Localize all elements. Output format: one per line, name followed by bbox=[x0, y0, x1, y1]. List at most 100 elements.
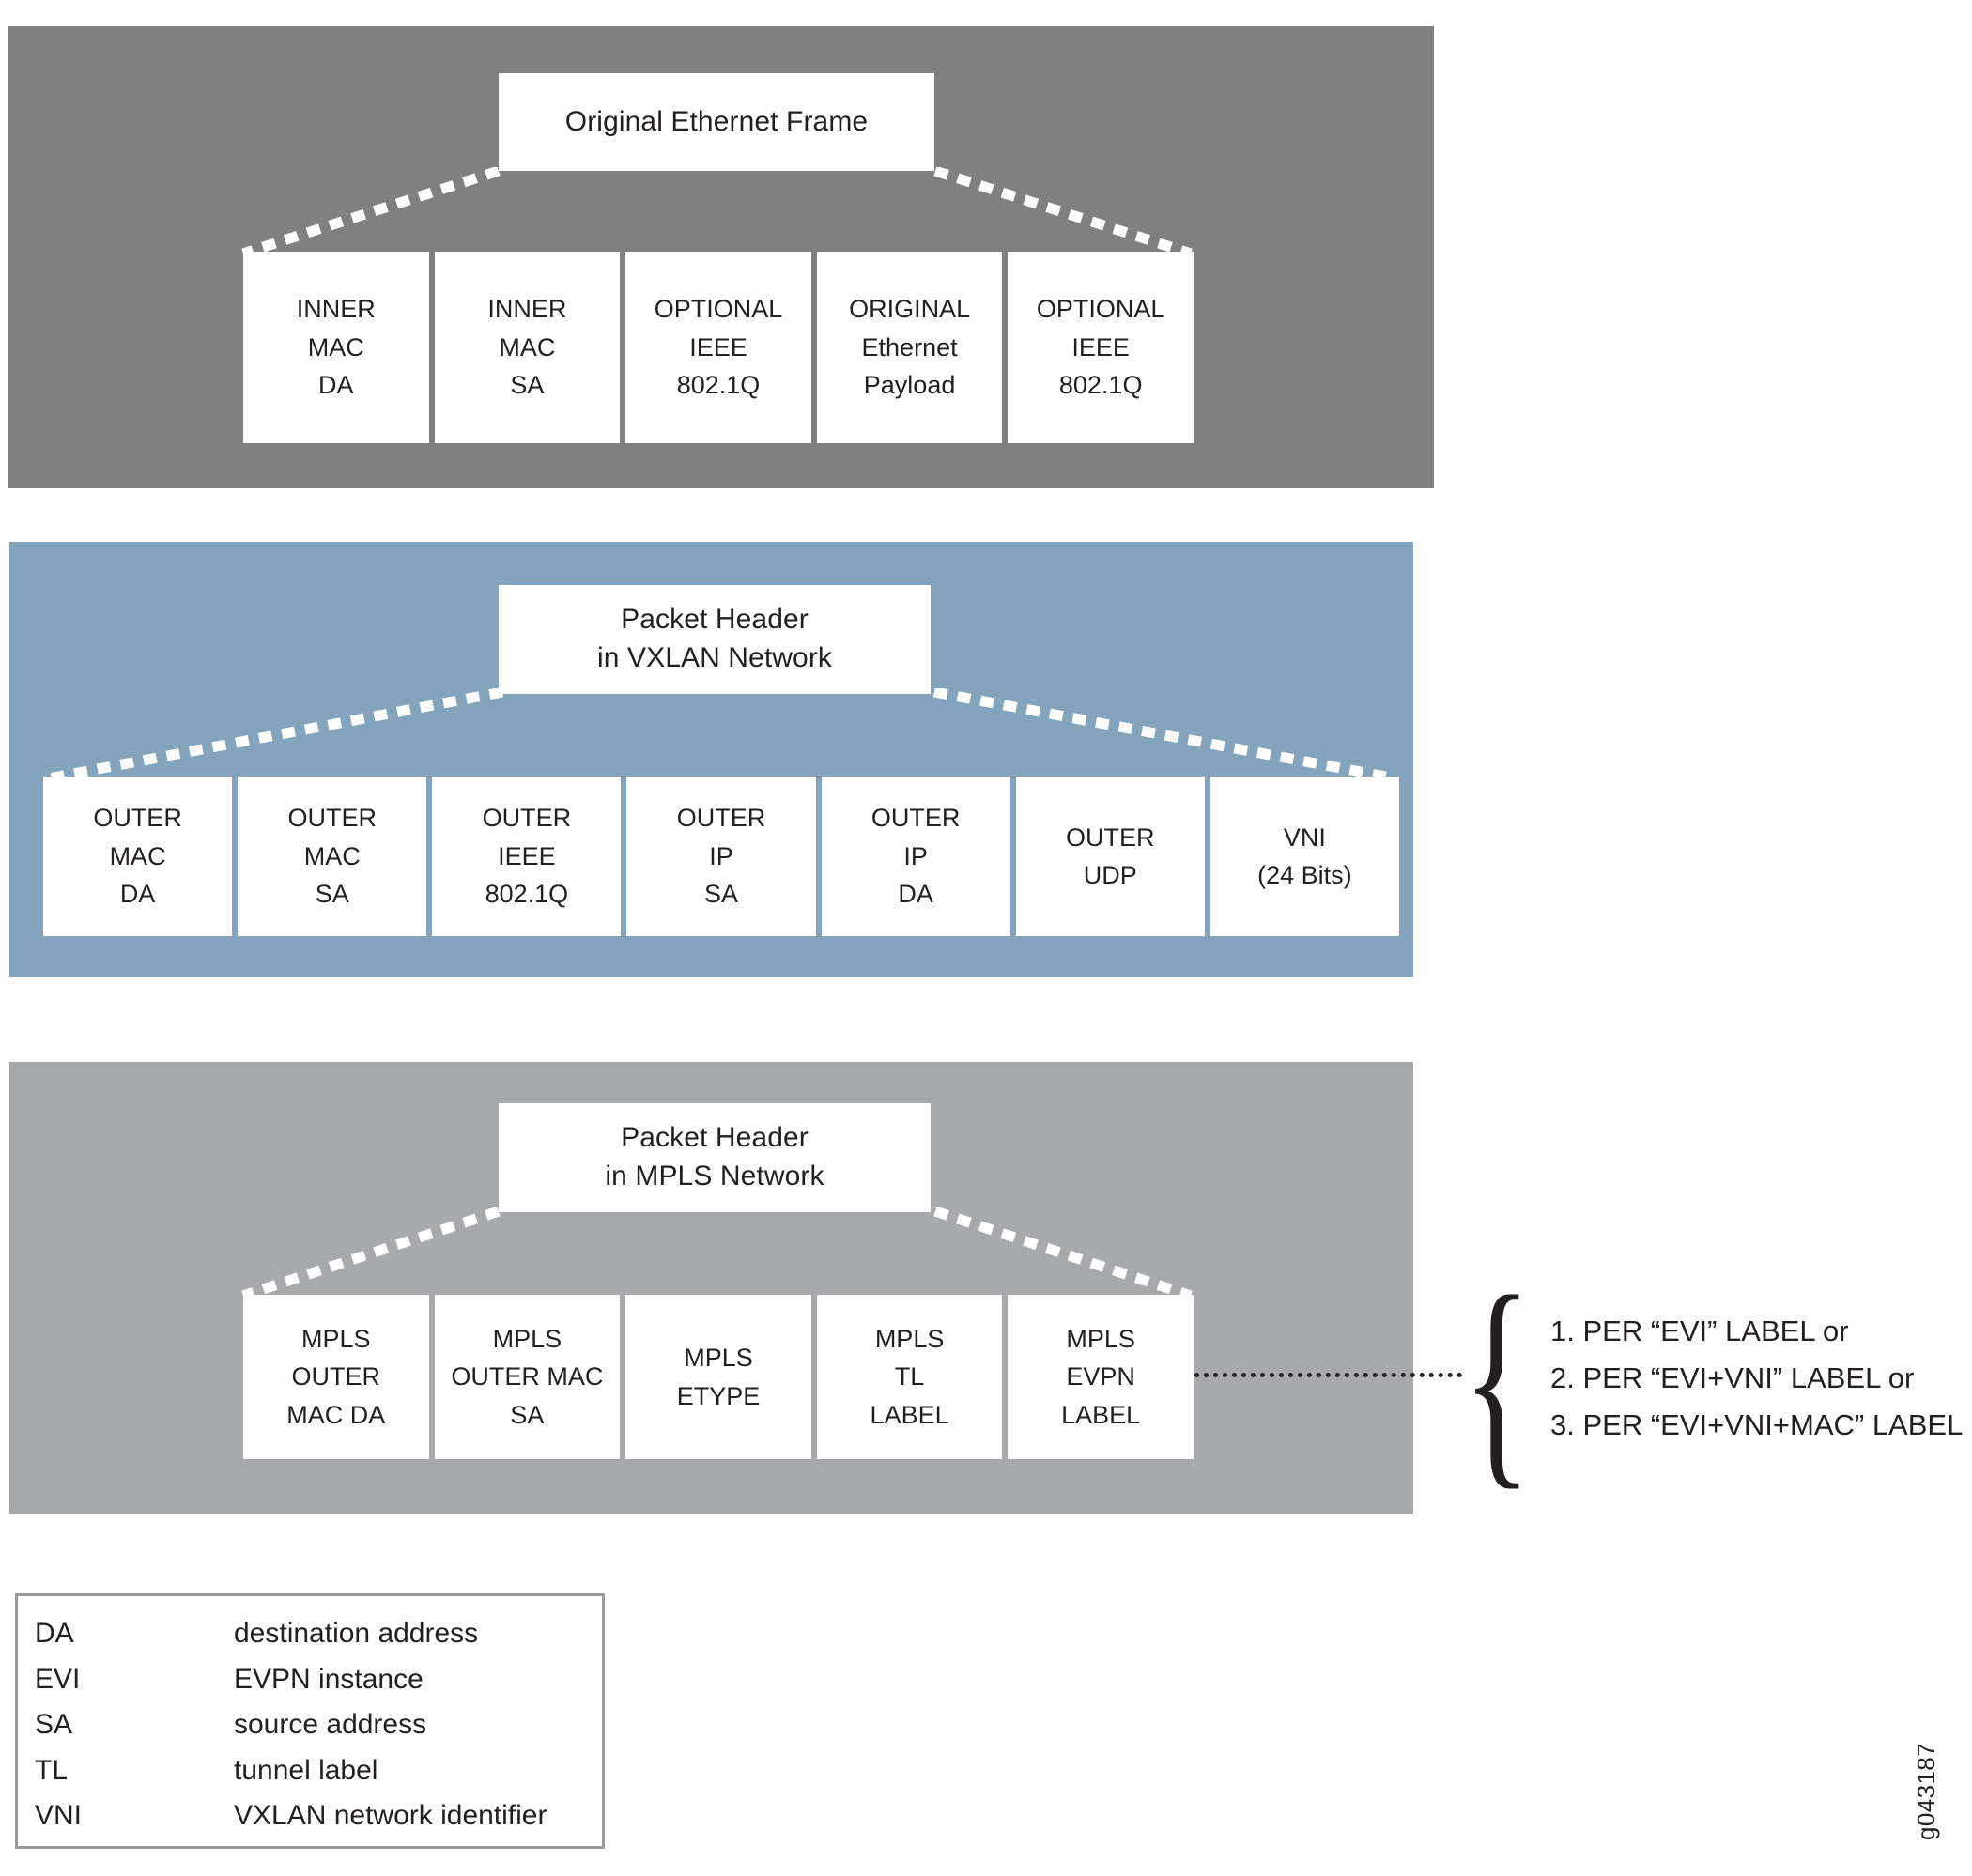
field-box-mpls-tl-label: MPLS TL LABEL bbox=[816, 1295, 1003, 1459]
field-line: MAC bbox=[307, 332, 364, 361]
field-line: ETYPE bbox=[676, 1381, 761, 1410]
title-line: Packet Header bbox=[621, 604, 809, 636]
field-line: INNER bbox=[487, 295, 567, 324]
field-line: SA bbox=[510, 371, 545, 400]
field-line: OUTER MAC bbox=[451, 1362, 604, 1392]
field-line: LABEL bbox=[1061, 1400, 1141, 1429]
title-card-packet-header-mpls: Packet Header in MPLS Network bbox=[499, 1103, 931, 1212]
field-row-original-ethernet-frame: INNER MAC DA INNER MAC SA OPTIONAL IEEE … bbox=[243, 252, 1194, 443]
field-box-optional-ieee-8021q-inner-2: OPTIONAL IEEE 802.1Q bbox=[1008, 252, 1194, 443]
field-line: Payload bbox=[863, 371, 956, 400]
field-line: 802.1Q bbox=[676, 371, 761, 400]
legend-description: source address bbox=[234, 1709, 427, 1741]
label-option-item: 3. PER “EVI+VNI+MAC” LABEL bbox=[1550, 1408, 1964, 1442]
curly-brace-icon: { bbox=[1462, 1248, 1533, 1509]
title-line: in MPLS Network bbox=[605, 1161, 824, 1192]
field-line: UDP bbox=[1083, 861, 1137, 889]
leader-line-evpn-label-to-options bbox=[1194, 1373, 1462, 1377]
field-line: OUTER bbox=[482, 804, 572, 833]
label-options-block: { 1. PER “EVI” LABEL or 2. PER “EVI+VNI”… bbox=[1462, 1261, 1963, 1496]
field-box-outer-ieee-8021q: OUTER IEEE 802.1Q bbox=[432, 777, 622, 936]
field-line: OPTIONAL bbox=[654, 295, 783, 324]
legend-abbr: EVI bbox=[35, 1663, 81, 1695]
field-box-inner-mac-da: INNER MAC DA bbox=[243, 252, 429, 443]
field-line: EVPN bbox=[1066, 1362, 1135, 1392]
field-line: MPLS bbox=[492, 1324, 562, 1353]
legend-abbr: DA bbox=[35, 1618, 74, 1649]
field-line: Ethernet bbox=[861, 332, 958, 361]
legend-row: EVI EVPN instance bbox=[35, 1657, 602, 1703]
field-line: DA bbox=[898, 880, 933, 909]
field-row-packet-header-vxlan: OUTER MAC DA OUTER MAC SA OUTER IEEE 802… bbox=[43, 777, 1399, 936]
field-line: MAC bbox=[499, 332, 556, 361]
field-line: INNER bbox=[296, 295, 376, 324]
title-card-packet-header-vxlan: Packet Header in VXLAN Network bbox=[499, 585, 931, 694]
field-line: OUTER bbox=[93, 804, 182, 833]
legend-description: tunnel label bbox=[234, 1754, 378, 1786]
field-line: OUTER bbox=[676, 804, 766, 833]
field-line: MPLS bbox=[874, 1324, 945, 1353]
field-box-optional-ieee-8021q-inner-1: OPTIONAL IEEE 802.1Q bbox=[625, 252, 811, 443]
field-box-mpls-etype: MPLS ETYPE bbox=[625, 1295, 811, 1459]
label-options-list: 1. PER “EVI” LABEL or 2. PER “EVI+VNI” L… bbox=[1550, 1308, 1963, 1450]
field-line: OUTER bbox=[287, 804, 377, 833]
field-line: IEEE bbox=[498, 841, 556, 870]
field-box-outer-ip-sa: OUTER IP SA bbox=[626, 777, 816, 936]
field-line: MPLS bbox=[1066, 1324, 1135, 1353]
field-line: SA bbox=[315, 880, 349, 909]
field-box-vni: VNI (24 Bits) bbox=[1209, 777, 1399, 936]
field-line: IP bbox=[903, 841, 928, 870]
legend-abbr: SA bbox=[35, 1709, 73, 1741]
field-line: MPLS bbox=[684, 1344, 753, 1372]
field-line: DA bbox=[318, 371, 354, 400]
field-line: OUTER bbox=[870, 804, 961, 833]
field-line: LABEL bbox=[870, 1400, 949, 1429]
label-option-item: 1. PER “EVI” LABEL or bbox=[1550, 1314, 1849, 1347]
field-line: MPLS bbox=[301, 1324, 371, 1353]
field-box-outer-mac-da: OUTER MAC DA bbox=[43, 777, 233, 936]
field-box-inner-mac-sa: INNER MAC SA bbox=[434, 252, 621, 443]
title-line: in VXLAN Network bbox=[596, 642, 833, 673]
legend-description: VXLAN network identifier bbox=[234, 1800, 547, 1832]
field-line: IEEE bbox=[1071, 332, 1130, 361]
field-box-mpls-outer-mac-da: MPLS OUTER MAC DA bbox=[243, 1295, 429, 1459]
field-line: MAC bbox=[303, 841, 361, 870]
legend-description: destination address bbox=[234, 1618, 479, 1649]
field-line: ORIGINAL bbox=[849, 295, 971, 324]
legend-row: SA source address bbox=[35, 1702, 602, 1748]
field-line: SA bbox=[510, 1400, 545, 1429]
field-line: SA bbox=[703, 880, 738, 909]
field-line: VNI bbox=[1283, 823, 1326, 852]
field-box-outer-mac-sa: OUTER MAC SA bbox=[238, 777, 427, 936]
field-line: DA bbox=[119, 880, 156, 909]
legend-row: TL tunnel label bbox=[35, 1748, 602, 1794]
field-line: 802.1Q bbox=[485, 880, 569, 909]
legend-abbr: TL bbox=[35, 1754, 69, 1786]
field-line: OPTIONAL bbox=[1036, 295, 1165, 324]
field-line: OUTER bbox=[1066, 823, 1155, 852]
title-line: Packet Header bbox=[621, 1122, 809, 1154]
title-line: Original Ethernet Frame bbox=[564, 105, 869, 137]
field-box-outer-udp: OUTER UDP bbox=[1015, 777, 1205, 936]
field-line: MAC bbox=[109, 841, 166, 870]
field-line: (24 Bits) bbox=[1257, 861, 1352, 889]
label-option-item: 2. PER “EVI+VNI” LABEL or bbox=[1550, 1361, 1915, 1394]
field-box-original-ethernet-payload: ORIGINAL Ethernet Payload bbox=[816, 252, 1003, 443]
field-line: TL bbox=[894, 1362, 925, 1392]
legend-row: DA destination address bbox=[35, 1611, 602, 1657]
field-line: IP bbox=[709, 841, 733, 870]
field-box-outer-ip-da: OUTER IP DA bbox=[821, 777, 1010, 936]
field-box-mpls-evpn-label: MPLS EVPN LABEL bbox=[1008, 1295, 1194, 1459]
figure-id-watermark: g043187 bbox=[1912, 1742, 1940, 1840]
legend-description: EVPN instance bbox=[234, 1663, 424, 1695]
legend-box: DA destination address EVI EVPN instance… bbox=[15, 1593, 605, 1849]
legend-abbr: VNI bbox=[35, 1800, 83, 1832]
field-box-mpls-outer-mac-sa: MPLS OUTER MAC SA bbox=[434, 1295, 621, 1459]
legend-row: VNI VXLAN network identifier bbox=[35, 1793, 602, 1839]
field-line: 802.1Q bbox=[1058, 371, 1143, 400]
field-line: IEEE bbox=[689, 332, 747, 361]
field-line: OUTER bbox=[291, 1362, 381, 1392]
field-row-packet-header-mpls: MPLS OUTER MAC DA MPLS OUTER MAC SA MPLS… bbox=[243, 1295, 1194, 1459]
title-card-original-ethernet-frame: Original Ethernet Frame bbox=[499, 73, 934, 171]
field-line: MAC DA bbox=[286, 1400, 386, 1429]
